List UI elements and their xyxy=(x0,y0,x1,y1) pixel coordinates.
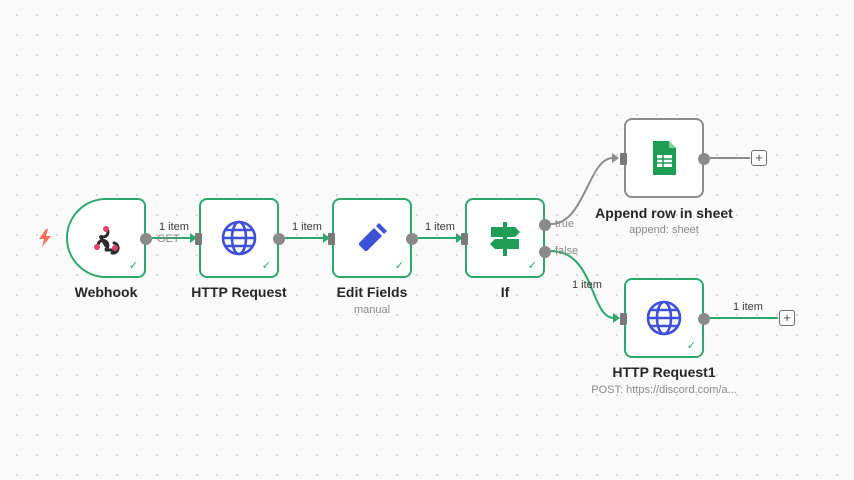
pencil-icon xyxy=(359,223,387,251)
node-title-if: If xyxy=(500,284,510,300)
success-check-icon: ✓ xyxy=(527,260,537,272)
node-subtitle-http-request1: POST: https://discord.com/a... xyxy=(591,384,737,396)
connection-arrow xyxy=(456,233,463,243)
google-sheets-icon xyxy=(653,141,676,175)
node-title-http-request1: HTTP Request1 xyxy=(612,364,716,380)
output-port[interactable] xyxy=(140,233,152,245)
input-port[interactable] xyxy=(328,233,335,245)
success-check-icon: ✓ xyxy=(394,260,404,272)
connection-arrow xyxy=(190,233,197,243)
edge-label-item-count: 1 item xyxy=(425,221,455,233)
node-webhook[interactable]: ✓ xyxy=(66,198,152,278)
output-port-true[interactable] xyxy=(539,219,551,231)
globe-icon xyxy=(646,300,682,336)
success-check-icon: ✓ xyxy=(128,260,138,272)
signpost-icon xyxy=(490,222,520,256)
node-append-row-in-sheet[interactable] xyxy=(620,118,710,198)
input-port[interactable] xyxy=(620,313,627,325)
node-subtitle-append-row-in-sheet: append: sheet xyxy=(629,224,699,236)
node-http-request1[interactable]: ✓ xyxy=(620,278,710,358)
node-title-webhook: Webhook xyxy=(74,284,138,300)
node-title-edit-fields: Edit Fields xyxy=(336,284,408,300)
success-check-icon: ✓ xyxy=(261,260,271,272)
connection-if-true-append[interactable] xyxy=(550,157,614,225)
output-port[interactable] xyxy=(698,313,710,325)
node-title-http-request: HTTP Request xyxy=(191,284,287,300)
success-check-icon: ✓ xyxy=(686,340,696,352)
add-node-button[interactable]: + xyxy=(779,310,795,326)
node-title-append-row-in-sheet: Append row in sheet xyxy=(595,205,733,221)
input-port[interactable] xyxy=(461,233,468,245)
node-subtitle-edit-fields: manual xyxy=(353,304,391,316)
connection-arrow xyxy=(323,233,330,243)
edge-label-method: GET xyxy=(157,233,180,245)
node-edit-fields[interactable]: ✓ xyxy=(328,198,418,278)
connection-arrow xyxy=(613,313,620,323)
edge-label-item-count: 1 item xyxy=(292,221,322,233)
input-port[interactable] xyxy=(620,153,627,165)
edge-label-item-count: 1 item xyxy=(159,221,189,233)
lightning-bolt-icon xyxy=(39,229,51,247)
add-node-button[interactable]: + xyxy=(751,150,767,166)
globe-icon xyxy=(221,220,257,256)
connection-if-false-http1[interactable] xyxy=(550,250,615,319)
node-http-request[interactable]: ✓ xyxy=(195,198,285,278)
edge-label-item-count: 1 item xyxy=(733,301,763,313)
webhook-icon xyxy=(94,226,120,255)
output-port[interactable] xyxy=(698,153,710,165)
connection-arrow xyxy=(612,153,619,163)
edge-label-item-count: 1 item xyxy=(572,279,602,291)
output-port[interactable] xyxy=(406,233,418,245)
branch-label-false: false xyxy=(555,245,579,257)
node-if[interactable]: ✓ xyxy=(461,198,551,278)
output-port[interactable] xyxy=(273,233,285,245)
input-port[interactable] xyxy=(195,233,202,245)
output-port-false[interactable] xyxy=(539,246,551,258)
branch-label-true: true xyxy=(555,218,574,230)
